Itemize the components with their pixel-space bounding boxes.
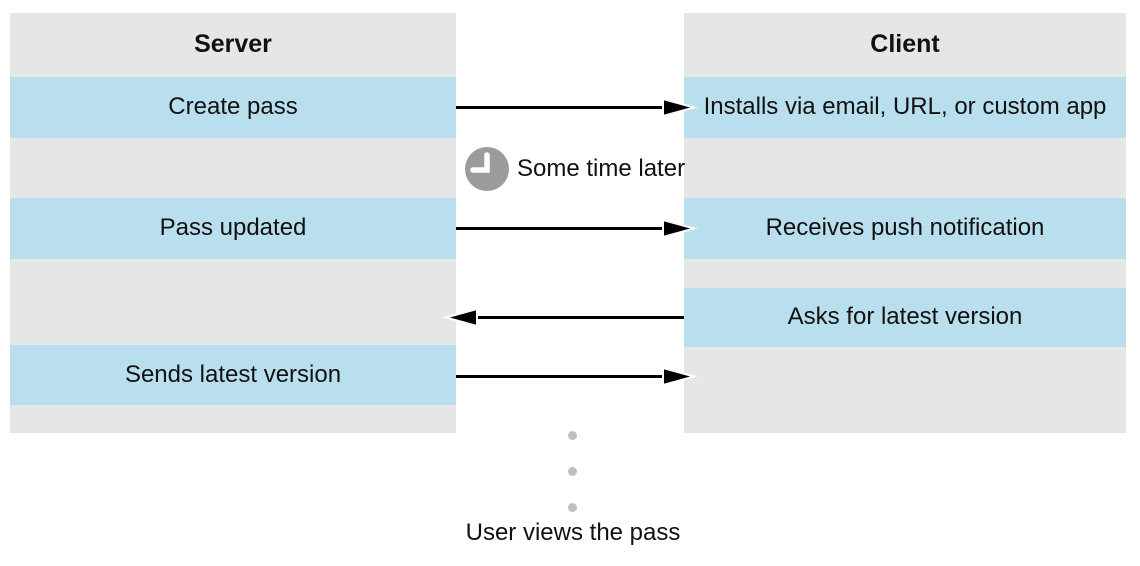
dot — [568, 467, 577, 476]
time-note: Some time later — [517, 155, 686, 182]
dot — [568, 431, 577, 440]
client-spacer-row — [684, 138, 1126, 198]
server-step-sends-latest-version: Sends latest version — [10, 345, 456, 405]
server-title: Server — [194, 30, 272, 59]
client-step-installs: Installs via email, URL, or custom app — [684, 77, 1126, 138]
dot — [568, 503, 577, 512]
arrow-pass-updated-to-client — [456, 218, 698, 239]
clock-icon — [465, 147, 509, 191]
client-step-label: Asks for latest version — [787, 303, 1023, 331]
client-spacer-row — [684, 259, 1126, 288]
client-step-asks-latest-version: Asks for latest version — [684, 288, 1126, 347]
server-step-label: Create pass — [168, 93, 298, 121]
client-column: Client Installs via email, URL, or custo… — [684, 13, 1126, 433]
server-step-label: Sends latest version — [124, 360, 342, 388]
client-step-label: Receives push notification — [765, 214, 1045, 242]
server-spacer-row — [10, 259, 456, 345]
client-column-header: Client — [684, 13, 1126, 77]
arrow-sends-latest-to-client — [456, 366, 698, 387]
arrow-create-pass-to-client — [456, 97, 698, 118]
server-column: Server Create pass Pass updated Sends la… — [10, 13, 456, 433]
server-step-create-pass: Create pass — [10, 77, 456, 138]
server-column-header: Server — [10, 13, 456, 77]
arrow-asks-latest-to-server — [442, 307, 684, 328]
server-step-pass-updated: Pass updated — [10, 198, 456, 259]
server-step-label: Pass updated — [159, 214, 307, 242]
client-spacer-row — [684, 347, 1126, 433]
client-step-receives-push: Receives push notification — [684, 198, 1126, 259]
continuation-dots — [568, 431, 577, 512]
server-spacer-row — [10, 138, 456, 198]
client-title: Client — [870, 30, 940, 59]
client-step-label: Installs via email, URL, or custom app — [703, 93, 1107, 121]
user-note: User views the pass — [465, 519, 681, 546]
server-spacer-row — [10, 405, 456, 433]
